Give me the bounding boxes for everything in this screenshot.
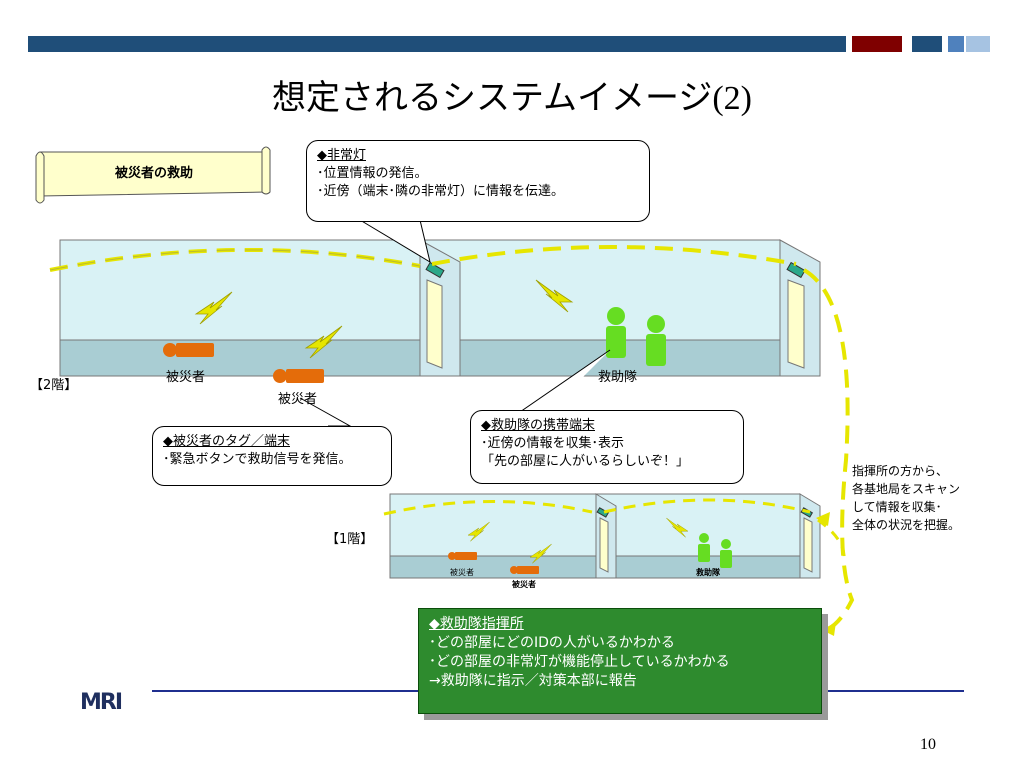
floor2-label: 【2階】 [30, 378, 78, 393]
right-note: 指揮所の方から、 各基地局をスキャン して情報を収集･ 全体の状況を把握。 [852, 462, 960, 534]
rescuer-icon [720, 539, 732, 568]
header-accent-blue [912, 36, 942, 52]
emergency-light-icon [786, 261, 806, 279]
callout-line: ･位置情報の発信。 [317, 166, 428, 181]
victim-label: 被災者 [512, 580, 536, 589]
victim-label: 被災者 [450, 568, 474, 577]
callout-emergency-light: ◆非常灯 ･位置情報の発信。 ･近傍（端末･隣の非常灯）に情報を伝達。 [306, 140, 650, 222]
floor1-rooms [389, 493, 821, 579]
header-accent-light [966, 36, 990, 52]
callout-rescue-terminal: ◆救助隊の携帯端末 ･近傍の情報を収集･表示 「先の部屋に人がいるらしいぞ！」 [470, 410, 744, 484]
scroll-banner [35, 146, 271, 204]
callout-line: ･緊急ボタンで救助信号を発信。 [163, 452, 352, 467]
note-line: して情報を収集･ [852, 500, 942, 514]
rescuer-icon [646, 315, 666, 366]
callout-victim-tag: ◆被災者のタグ／端末 ･緊急ボタンで救助信号を発信。 [152, 426, 392, 486]
victim-label: 被災者 [166, 370, 206, 385]
victim-icon [163, 343, 214, 357]
victim-icon [448, 552, 477, 560]
slide-title: 想定されるシステムイメージ(2) [272, 78, 752, 118]
rescuer-icon [606, 307, 626, 358]
header-accent-mid [948, 36, 964, 52]
command-post-line: ･どの部屋にどのIDの人がいるかわかる [429, 635, 675, 651]
mri-logo: MRI [80, 690, 123, 715]
rescuer-icon [698, 533, 710, 562]
command-post-head: ◆救助隊指揮所 [429, 616, 524, 632]
victim-icon [510, 566, 539, 574]
emergency-light-icon [425, 261, 445, 279]
scroll-label: 被災者の救助 [114, 166, 193, 181]
callout-line: ･近傍（端末･隣の非常灯）に情報を伝達。 [317, 184, 565, 199]
page-number: 10 [920, 736, 936, 753]
callout-head: ◆救助隊の携帯端末 [481, 418, 595, 433]
callout-line: ･近傍の情報を収集･表示 [481, 436, 625, 451]
command-post-box: ◆救助隊指揮所 ･どの部屋にどのIDの人がいるかわかる ･どの部屋の非常灯が機能… [418, 608, 822, 714]
rescue-label: 救助隊 [696, 568, 720, 577]
note-line: 指揮所の方から、 [852, 464, 949, 478]
victim-label: 被災者 [278, 392, 318, 407]
command-post-line: ･どの部屋の非常灯が機能停止しているかわかる [429, 654, 730, 670]
callout-head: ◆被災者のタグ／端末 [163, 434, 290, 449]
floor1-label: 【1階】 [326, 532, 374, 547]
note-line: 全体の状況を把握。 [852, 518, 961, 532]
victim-icon [273, 369, 324, 383]
note-line: 各基地局をスキャン [852, 482, 961, 496]
rescue-label: 救助隊 [598, 370, 638, 385]
command-post-line: →救助隊に指示／対策本部に報告 [429, 673, 637, 689]
callout-line: 「先の部屋に人がいるらしいぞ！」 [481, 454, 690, 469]
header-bar [28, 36, 846, 52]
header-accent-red [852, 36, 902, 52]
callout-head: ◆非常灯 [317, 148, 366, 163]
